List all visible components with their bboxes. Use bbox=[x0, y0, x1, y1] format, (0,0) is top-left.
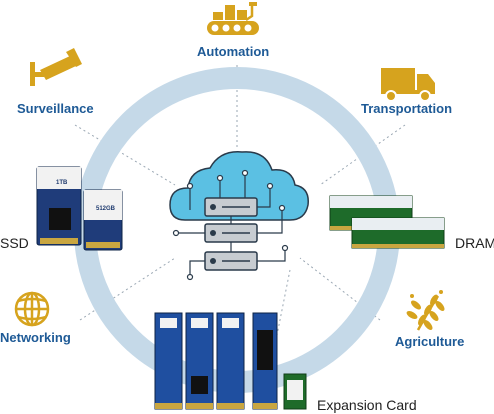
conveyor-icon bbox=[207, 2, 259, 35]
cloud-server-icon bbox=[169, 151, 309, 281]
ssd-card-label-1tb: 1TB bbox=[56, 180, 68, 186]
wheat-icon bbox=[406, 290, 445, 331]
globe-icon bbox=[14, 291, 50, 327]
label-ssd: SSD bbox=[0, 235, 29, 251]
label-dram: DRAM bbox=[455, 235, 494, 251]
security-camera-icon bbox=[30, 48, 82, 86]
ssd-cards bbox=[36, 166, 123, 251]
label-transportation: Transportation bbox=[361, 101, 453, 116]
label-networking: Networking bbox=[0, 330, 71, 345]
ssd-card-label-512gb: 512GB bbox=[96, 206, 116, 212]
label-surveillance: Surveillance bbox=[17, 101, 94, 116]
label-expansion-card: Expansion Card bbox=[317, 397, 417, 413]
truck-icon bbox=[381, 68, 435, 102]
label-agriculture: Agriculture bbox=[395, 334, 465, 349]
dram-modules bbox=[329, 195, 445, 249]
expansion-cards bbox=[154, 312, 307, 410]
label-automation: Automation bbox=[197, 44, 270, 59]
